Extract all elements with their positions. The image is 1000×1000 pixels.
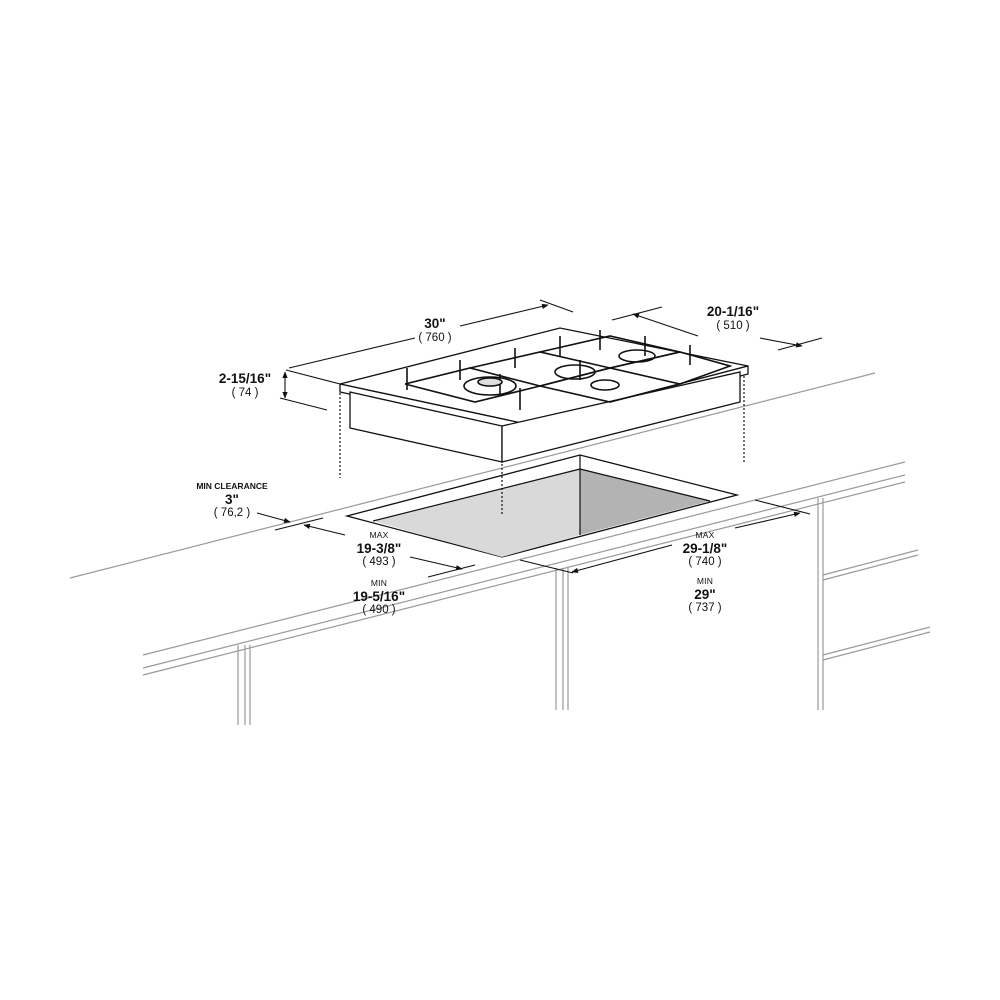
cutout-width-min-label: MIN 29" ( 737 ): [675, 576, 735, 616]
height-mm: ( 74 ): [231, 386, 259, 399]
cutout-depth-min-label: MIN 19-5/16" ( 490 ): [340, 578, 418, 618]
depth-mm: ( 510 ): [716, 319, 750, 332]
base-cabinets: [237, 498, 931, 725]
cutout-depth-min-mm: ( 490 ): [362, 604, 396, 617]
cutout-width-min-mm: ( 737 ): [688, 602, 722, 615]
cooktop: [339, 327, 749, 463]
cutout-width-max-inches: 29-1/8": [682, 540, 728, 556]
height-inches: 2-15/16": [218, 371, 272, 386]
width-mm: ( 760 ): [418, 331, 452, 344]
cutout-opening: [344, 454, 740, 558]
countertop: [69, 372, 906, 676]
cutout-width-max-label: MAX 29-1/8" ( 740 ): [670, 530, 740, 570]
cutout-width-min-inches: 29": [694, 586, 716, 602]
burner-grates: [404, 330, 733, 410]
cutout-depth-max-tag: MAX: [369, 530, 389, 540]
width-inches: 30": [424, 316, 446, 331]
cutout-depth-max-inches: 19-3/8": [356, 540, 402, 556]
clearance-tag: MIN CLEARANCE: [196, 481, 268, 491]
projection-lines: [339, 376, 745, 515]
cutout-width-max-mm: ( 740 ): [688, 556, 722, 569]
cutout-width-min-tag: MIN: [696, 576, 714, 586]
cutout-depth-min-inches: 19-5/16": [352, 588, 406, 604]
height-dimension-label: 2-15/16" ( 74 ): [212, 371, 278, 400]
depth-inches: 20-1/16": [706, 304, 760, 319]
cutout-depth-max-label: MAX 19-3/8" ( 493 ): [344, 530, 414, 570]
clearance-dimension-label: MIN CLEARANCE 3" ( 76,2 ): [186, 481, 278, 521]
dimension-lines: [256, 299, 823, 578]
cutout-depth-min-tag: MIN: [370, 578, 388, 588]
depth-dimension-label: 20-1/16" ( 510 ): [697, 304, 769, 333]
cutout-width-max-tag: MAX: [695, 530, 715, 540]
width-dimension-label: 30" ( 760 ): [410, 316, 460, 345]
clearance-inches: 3": [225, 491, 239, 507]
clearance-mm: ( 76,2 ): [213, 507, 251, 520]
cutout-depth-max-mm: ( 493 ): [362, 556, 396, 569]
